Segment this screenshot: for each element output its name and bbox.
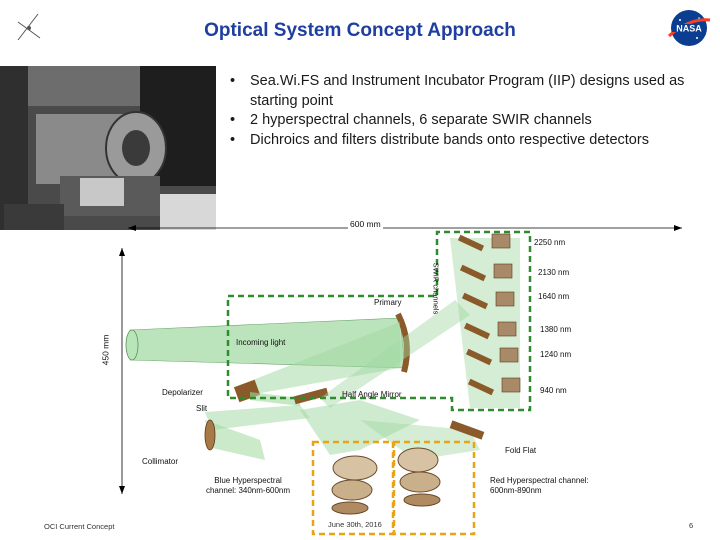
red-channel-box <box>392 440 476 536</box>
fold-flat-mirror <box>449 420 485 440</box>
blue-channel-box <box>311 440 395 536</box>
swir-channels-label: SWIR channels <box>431 262 441 315</box>
bullet-item: Sea.Wi.FS and Instrument Incubator Progr… <box>226 72 686 111</box>
swir-band-label: 940 nm <box>540 386 567 395</box>
page-title: Optical System Concept Approach <box>204 20 516 41</box>
nasa-logo-icon: NASA <box>667 10 711 46</box>
width-dimension-label: 600 mm <box>348 219 383 229</box>
height-dimension-label: 450 mm <box>100 334 111 366</box>
blue-channel-label: Blue Hyperspectral channel: 340nm-600nm <box>205 476 291 495</box>
footer-left: OCI Current Concept <box>44 522 115 531</box>
primary-label: Primary <box>374 298 402 307</box>
page-number: 6 <box>689 521 694 530</box>
swir-band-label: 1380 nm <box>540 325 572 334</box>
swir-box <box>226 230 532 412</box>
slit-label: Slit <box>196 404 208 413</box>
collimator <box>204 419 216 451</box>
swir-band-label: 1240 nm <box>540 350 572 359</box>
half-angle-mirror <box>293 387 329 405</box>
logo-icon <box>17 13 41 41</box>
footer-date: June 30th, 2016 <box>328 520 382 529</box>
bullet-item: Dichroics and filters distribute bands o… <box>226 131 686 151</box>
swir-band-label: 2130 nm <box>538 268 570 277</box>
collimator-label: Collimator <box>142 457 179 466</box>
incoming-light-label: Incoming light <box>236 338 286 347</box>
bullet-item: 2 hyperspectral channels, 6 separate SWI… <box>226 111 686 131</box>
bullet-list: Sea.Wi.FS and Instrument Incubator Progr… <box>226 72 686 150</box>
swir-detectors <box>457 233 521 396</box>
instrument-photo <box>0 66 216 230</box>
fold-flat-label: Fold Flat <box>505 446 537 455</box>
svg-text:NASA: NASA <box>676 24 702 34</box>
swir-band-label: 1640 nm <box>538 292 570 301</box>
swir-band-label: 2250 nm <box>534 238 566 247</box>
primary-mirror <box>395 312 410 373</box>
half-angle-mirror-label: Half Angle Mirror <box>342 390 402 399</box>
red-channel-label: Red Hyperspectral channel: 600nm-890nm <box>490 476 589 495</box>
depolarizer-label: Depolarizer <box>162 388 203 397</box>
